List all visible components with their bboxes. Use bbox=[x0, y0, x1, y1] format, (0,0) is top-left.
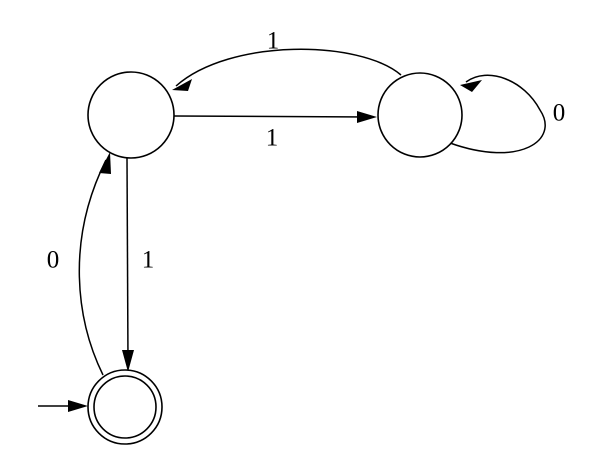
start-arrow bbox=[38, 400, 88, 412]
state-top-left-circle[interactable] bbox=[87, 71, 175, 159]
edge-topleft-to-right: 1 bbox=[173, 111, 377, 152]
state-bottom-accepting-inner-circle bbox=[93, 375, 157, 439]
edge-accepting-to-topleft-path bbox=[78, 159, 107, 376]
edge-accepting-to-topleft-arrowhead bbox=[99, 152, 111, 174]
state-bottom-accepting[interactable] bbox=[87, 369, 163, 445]
edge-accepting-to-topleft: 0 bbox=[47, 152, 111, 376]
edge-right-to-topleft-path bbox=[175, 48, 402, 87]
edge-topleft-to-accepting: 1 bbox=[122, 157, 155, 372]
edge-right-to-topleft: 1 bbox=[172, 28, 402, 91]
state-top-left[interactable] bbox=[87, 71, 175, 159]
edge-label-accepting-to-topleft: 0 bbox=[47, 247, 60, 274]
edge-label-topleft-to-accepting: 1 bbox=[142, 247, 155, 274]
edge-topleft-to-right-path bbox=[173, 115, 371, 118]
edge-right-self-loop-path bbox=[449, 74, 546, 154]
edge-label-right-to-topleft: 1 bbox=[267, 28, 280, 55]
state-right[interactable] bbox=[377, 72, 463, 158]
state-right-circle[interactable] bbox=[377, 72, 463, 158]
edge-topleft-to-right-arrowhead bbox=[357, 111, 377, 123]
edge-right-self-loop: 0 bbox=[449, 74, 566, 154]
start-arrow-head bbox=[68, 400, 88, 412]
state-bottom-accepting-outer-circle[interactable] bbox=[87, 369, 163, 445]
edge-right-self-loop-arrowhead bbox=[460, 80, 482, 92]
edge-label-right-self-loop: 0 bbox=[553, 100, 566, 127]
edge-topleft-to-accepting-arrowhead bbox=[122, 350, 134, 372]
edge-topleft-to-accepting-path bbox=[126, 157, 129, 364]
edge-right-to-topleft-arrowhead bbox=[172, 79, 192, 91]
edge-label-topleft-to-right: 1 bbox=[266, 125, 279, 152]
